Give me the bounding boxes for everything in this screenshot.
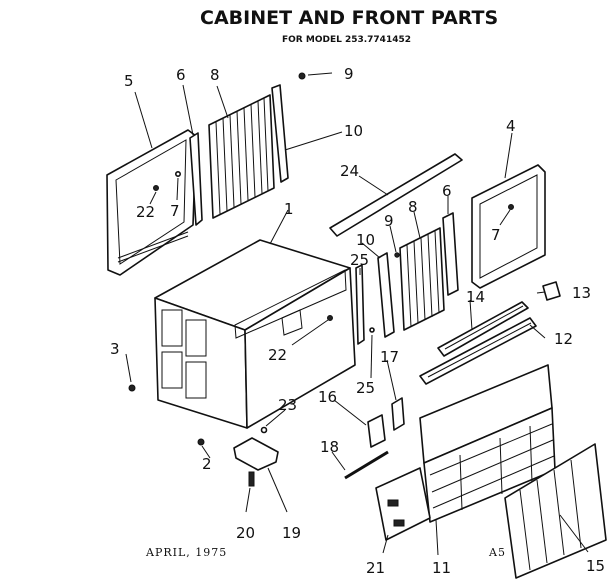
part-3-screw xyxy=(128,384,136,392)
callout-26: 25 xyxy=(350,251,369,269)
callout-12: 12 xyxy=(554,330,573,348)
part-5-side-frame-left xyxy=(106,129,197,276)
part-7-clip-right xyxy=(508,204,514,210)
callout-7-right: 7 xyxy=(491,226,501,244)
callout-13: 13 xyxy=(572,284,591,302)
part-25-screw xyxy=(369,327,375,333)
part-18-rod xyxy=(344,450,389,480)
part-9-screw-right xyxy=(394,252,400,258)
diagram-title: CABINET AND FRONT PARTS xyxy=(200,7,498,29)
callout-9-top: 9 xyxy=(344,65,354,83)
part-11-front-grille xyxy=(419,364,556,523)
part-6-panel-right xyxy=(442,212,459,296)
callout-14: 14 xyxy=(466,288,485,306)
callout-8-left: 8 xyxy=(210,66,220,84)
callout-8-right: 8 xyxy=(408,198,418,216)
footer-code: A5 xyxy=(488,546,506,559)
part-1-cabinet xyxy=(154,239,356,429)
part-12-rail xyxy=(419,317,537,385)
callout-19: 19 xyxy=(282,524,301,542)
part-26-strip xyxy=(355,264,365,345)
part-8-louver-left xyxy=(208,94,275,219)
callout-21: 21 xyxy=(366,559,385,577)
part-24-top-rail xyxy=(329,153,463,237)
callout-24: 24 xyxy=(340,162,359,180)
callout-25: 25 xyxy=(356,379,375,397)
callout-1: 1 xyxy=(284,200,294,218)
part-21-control-panel xyxy=(375,467,431,541)
callout-2: 2 xyxy=(202,455,212,473)
part-20-screw xyxy=(248,471,255,487)
callout-15: 15 xyxy=(586,557,605,575)
part-4-side-frame-right xyxy=(471,164,546,289)
part-23-screw xyxy=(260,426,268,434)
part-2-screw xyxy=(197,438,205,446)
part-7-clip-left xyxy=(175,171,182,178)
diagram-subtitle: FOR MODEL 253.7741452 xyxy=(282,35,411,45)
callout-22-left: 22 xyxy=(136,203,155,221)
part-17-bracket xyxy=(391,397,405,431)
callout-23: 23 xyxy=(278,396,297,414)
callout-6-right: 6 xyxy=(442,182,452,200)
part-15-filter xyxy=(504,443,607,579)
part-22-screw-left xyxy=(153,185,159,191)
part-10-strip-left xyxy=(271,84,289,183)
callout-labels: 5 6 8 9 10 22 7 1 24 4 7 10 9 8 6 25 14 … xyxy=(110,65,605,577)
callout-20: 20 xyxy=(236,524,255,542)
part-22-screw-cabinet xyxy=(327,315,333,321)
callout-17: 17 xyxy=(380,348,399,366)
callout-7-left: 7 xyxy=(170,202,180,220)
callout-10-right: 10 xyxy=(356,231,375,249)
part-8-louver-right xyxy=(399,227,445,331)
footer-date: APRIL, 1975 xyxy=(145,546,227,559)
part-19-bracket xyxy=(233,437,279,471)
callout-6-left: 6 xyxy=(176,66,186,84)
callout-5: 5 xyxy=(124,72,134,90)
part-10-strip-right xyxy=(377,252,395,338)
callout-10-left: 10 xyxy=(344,122,363,140)
leader-lines xyxy=(125,72,589,556)
callout-18: 18 xyxy=(320,438,339,456)
callout-11: 11 xyxy=(432,559,451,577)
part-14-rail xyxy=(437,301,529,357)
part-9-screw xyxy=(298,72,306,80)
callout-16: 16 xyxy=(318,388,337,406)
part-16-bracket xyxy=(367,414,386,448)
part-6-panel-left xyxy=(189,132,203,226)
callout-22-cabinet: 22 xyxy=(268,346,287,364)
callout-4: 4 xyxy=(506,117,516,135)
part-13-clip xyxy=(542,281,561,301)
callout-3: 3 xyxy=(110,340,120,358)
callout-9-right: 9 xyxy=(384,212,394,230)
